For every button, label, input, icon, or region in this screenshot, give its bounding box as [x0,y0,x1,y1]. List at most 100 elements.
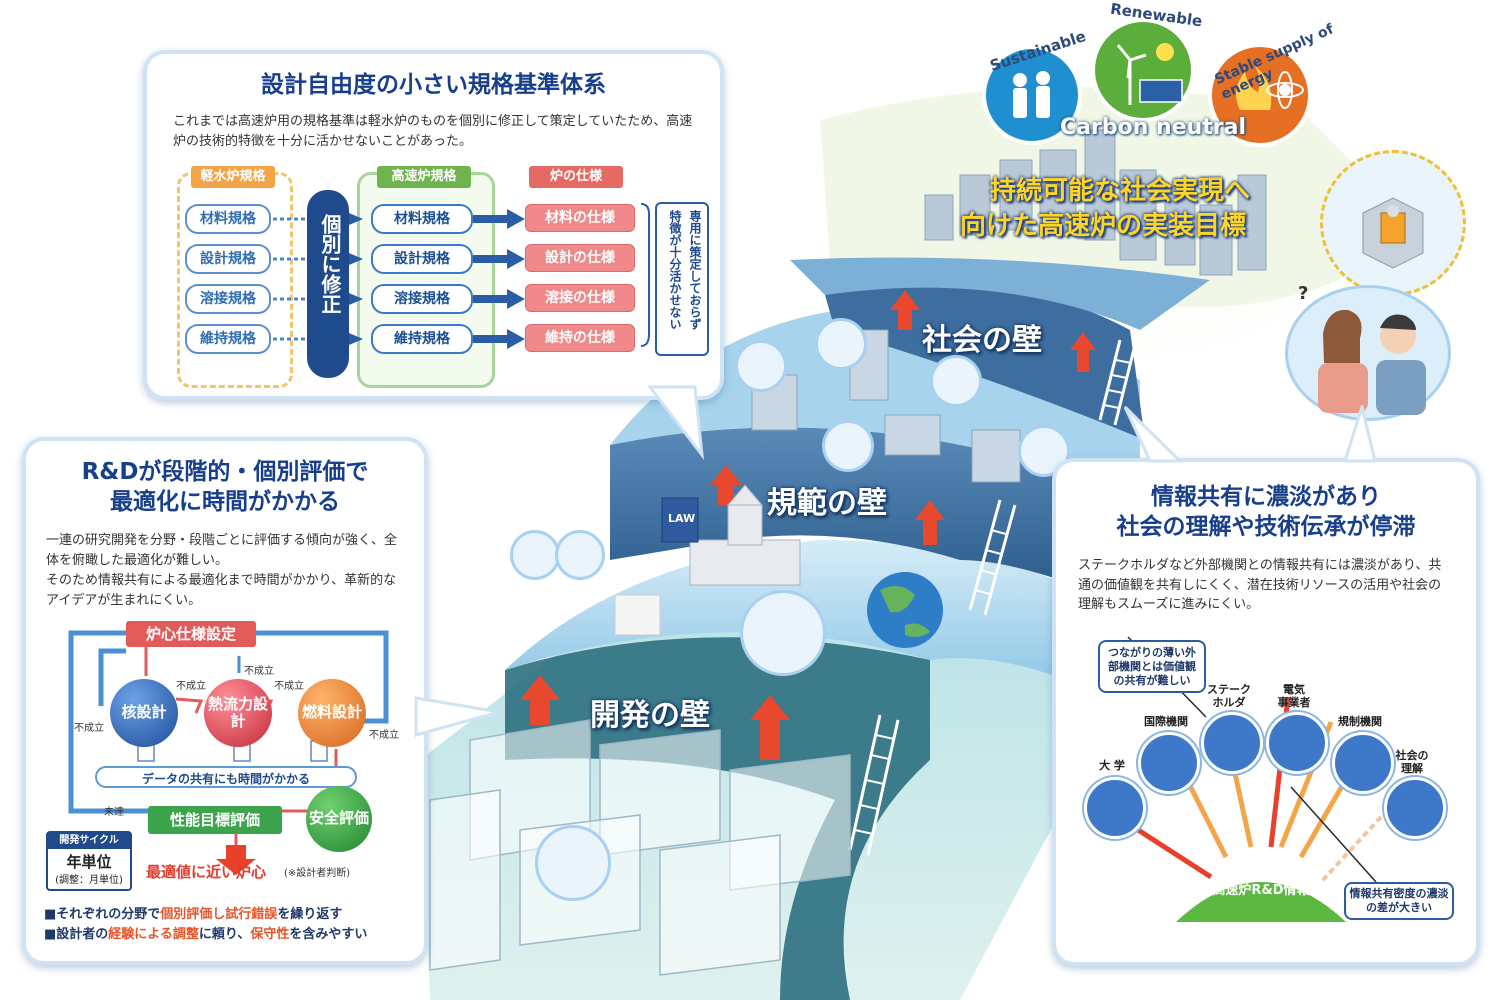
person-icon [535,825,611,901]
energy-icons [982,18,1312,147]
fr-item: 維持規格 [371,324,473,354]
info-title-line1: 情報共有に濃淡があり [1151,484,1381,510]
goal-title-line1: 持続可能な社会実現へ [990,176,1251,206]
fr-header: 高速炉規格 [377,166,471,188]
flow-arrows [273,203,650,349]
callout-tail [1342,405,1377,463]
bullet-2-c: に頼り、 [198,927,251,942]
rd-body-1: 一連の研究開発を分野・段階ごとに評価する傾向が強く、全体を俯瞰した最適化が難しい… [46,533,398,568]
bullet-1-a: ■それぞれの分野で [44,907,161,922]
cycle-value: 年単位 [66,853,112,871]
info-body: ステークホルダなど外部機関との情報共有には濃淡があり、共通の価値観を共有しにくく… [1078,558,1442,612]
person-icon [510,530,560,580]
cycle-note: (調整：月単位) [55,875,123,886]
node-thermal-design: 熱流力設計 [204,679,272,747]
lwr-item: 溶接規格 [185,284,271,314]
center-label: 従来の 高速炉R&D情報 [1212,867,1310,899]
modify-label: 個別に修正 [318,214,342,314]
university-icon [1084,777,1146,839]
cycle-box: 開発サイクル 年単位 (調整：月単位) [46,831,132,891]
person-icon [735,340,787,392]
stakeholder-label: 国際機関 [1144,715,1188,728]
spec-item: 溶接の仕様 [525,284,635,312]
wall-society-label: 社会の壁 [922,323,1042,358]
spec-item: 設計の仕様 [525,244,635,272]
law-book-label: LAW [668,512,696,525]
bullet-2-e: を含みやすい [289,927,368,942]
bullet-2: ■設計者の経験による調整に頼り、保守性を含みやすい [44,923,367,942]
stakeholder-icon [1201,712,1263,774]
modify-bar [307,190,349,378]
standards-panel-title: 設計自由度の小さい規格基準体系 [261,72,606,98]
fr-item: 設計規格 [371,244,473,274]
bullet-1-b: 個別評価し試行錯誤 [160,907,278,922]
utility-icon [1266,712,1328,774]
person-icon [815,318,867,370]
international-org-icon [1138,732,1200,794]
callout-density: 情報共有密度の濃淡の差が大きい [1344,882,1454,920]
person-icon [740,590,826,676]
rd-title-line2: 最適化に時間がかかる [110,489,340,515]
result-label: 最適値に近い炉心 [146,863,267,881]
bullet-1-c: を繰り返す [277,907,343,922]
rd-panel: R&Dが段階的・個別評価で 最適化に時間がかかる 一連の研究開発を分野・段階ごと… [22,437,428,965]
node-fuel-design: 燃料設計 [298,679,366,747]
worried-couple-illustration: ? [1285,283,1451,421]
goal-area: Sustainable Renewable Stable supply of e… [950,0,1370,280]
person-icon [555,530,605,580]
callout-tail [414,696,500,737]
stakeholder-label: 電気 事業者 [1277,683,1311,709]
side-note: 専用に策定しておらず 特徴が十分活かせない [655,202,709,356]
callout-tail [646,385,705,461]
bullet-2-b: 経験による調整 [108,927,199,942]
node-safety-eval: 安全評価 [306,786,372,852]
core-spec-box: 炉心仕様設定 [126,621,256,647]
bullet-1: ■それぞれの分野で個別評価し試行錯誤を繰り返す [44,903,342,922]
regulator-icon [1332,732,1394,794]
rd-title-line1: R&Dが段階的・個別評価で [81,459,369,485]
side-note-col1: 専用に策定しておらず [688,210,702,330]
reactor-icon [1320,150,1466,296]
perf-eval-box: 性能目標評価 [148,806,282,834]
goal-title-line2: 向けた高速炉の実装目標 [960,211,1247,241]
lwr-item: 維持規格 [185,324,271,354]
fr-item: 材料規格 [371,204,473,234]
stakeholder-label: 大 学 [1099,759,1125,772]
fail-label: 不成立 [274,681,304,692]
carbon-neutral-label: Carbon neutral [1060,115,1247,140]
wall-regulation-label: 規範の壁 [767,486,887,521]
bullet-2-a: ■設計者の [44,927,109,942]
spec-item: 材料の仕様 [525,204,635,232]
lwr-header: 軽水炉規格 [191,166,275,188]
public-icon [1384,777,1446,839]
bullet-2-d: 保守性 [250,927,290,942]
not-reached-label: 未達 [104,807,124,818]
lwr-item: 材料規格 [185,204,271,234]
callout-weak: つながりの薄い外部機関とは価値観の共有が難しい [1098,640,1206,694]
rd-body-2: そのため情報共有による最適化まで時間がかかり、革新的なアイデアが生まれにくい。 [46,573,397,608]
wall-development-label: 開発の壁 [590,698,710,733]
fail-label: 不成立 [244,666,274,677]
result-note: (※設計者判断) [284,868,351,879]
person-icon [930,355,982,407]
spec-header: 炉の仕様 [529,166,623,188]
person-icon [822,420,874,472]
fail-label: 不成立 [74,723,104,734]
stakeholder-label: 規制機関 [1338,715,1382,728]
standards-panel-body: これまでは高速炉用の規格基準は軽水炉のものを個別に修正して策定していたため、高速… [173,114,693,149]
info-sharing-panel: 情報共有に濃淡があり 社会の理解や技術伝承が停滞 ステークホルダなど外部機関との… [1052,458,1480,966]
question-mark-icon: ? [1298,283,1309,304]
stakeholder-label: 社会の 理解 [1395,749,1429,775]
fr-item: 溶接規格 [371,284,473,314]
stakeholder-label: ステーク ホルダ [1207,683,1251,709]
node-nuclear-design: 核設計 [110,679,178,747]
fail-label: 不成立 [176,681,206,692]
cycle-label: 開発サイクル [48,833,130,849]
spec-item: 維持の仕様 [525,324,635,352]
standards-panel: 設計自由度の小さい規格基準体系 これまでは高速炉用の規格基準は軽水炉のものを個別… [143,50,724,400]
callout-tail [1123,405,1184,463]
side-note-col2: 特徴が十分活かせない [668,210,682,330]
data-share-label: データの共有にも時間がかかる [141,772,310,786]
fail-label: 不成立 [369,730,399,741]
